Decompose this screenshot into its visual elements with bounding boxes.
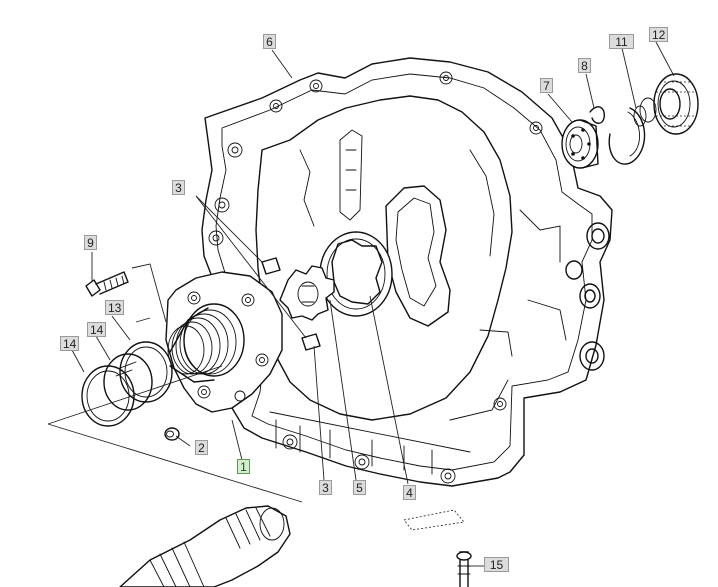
callout-leaders bbox=[71, 41, 675, 567]
callout-3-lower[interactable]: 3 bbox=[319, 480, 332, 495]
input-shaft[interactable] bbox=[119, 505, 291, 587]
callout-12[interactable]: 12 bbox=[649, 27, 669, 42]
oil-seal[interactable] bbox=[633, 73, 699, 135]
callout-1[interactable]: 1 bbox=[237, 459, 250, 474]
outer-pump-gear[interactable] bbox=[319, 231, 393, 317]
callout-13[interactable]: 13 bbox=[105, 300, 125, 315]
large-snap-ring[interactable] bbox=[608, 107, 646, 165]
small-retaining-ring[interactable] bbox=[589, 106, 605, 124]
callout-4[interactable]: 4 bbox=[403, 485, 416, 500]
callout-11[interactable]: 11 bbox=[609, 34, 634, 49]
callout-5[interactable]: 5 bbox=[353, 480, 366, 495]
callout-14-lower[interactable]: 14 bbox=[60, 336, 80, 351]
breather-vent[interactable] bbox=[456, 551, 472, 587]
callout-15[interactable]: 15 bbox=[484, 557, 509, 572]
pump-cover-assembly[interactable] bbox=[165, 271, 283, 413]
callout-3[interactable]: 3 bbox=[172, 180, 185, 195]
cap-screw[interactable] bbox=[85, 271, 129, 297]
dowel-pins[interactable] bbox=[261, 257, 321, 351]
callout-14-upper[interactable]: 14 bbox=[87, 322, 107, 337]
callout-7[interactable]: 7 bbox=[540, 78, 553, 93]
callout-6[interactable]: 6 bbox=[263, 34, 276, 49]
callout-9[interactable]: 9 bbox=[84, 235, 97, 250]
callout-8[interactable]: 8 bbox=[578, 58, 591, 73]
inner-pump-gear[interactable] bbox=[279, 265, 335, 321]
drain-plug[interactable] bbox=[164, 427, 180, 441]
sealing-rings[interactable] bbox=[81, 341, 173, 427]
assembly-axis-lines bbox=[47, 263, 303, 503]
ball-bearing[interactable] bbox=[561, 119, 599, 169]
callout-2[interactable]: 2 bbox=[195, 440, 208, 455]
